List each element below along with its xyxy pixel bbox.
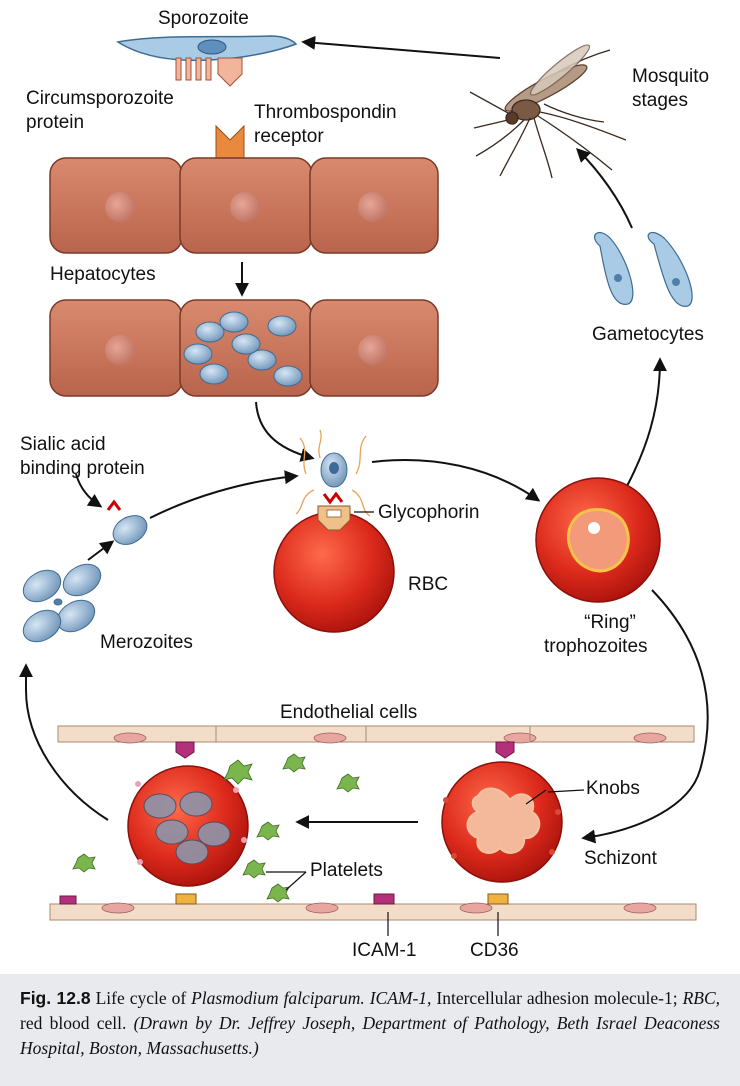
label-ring-line2: trophozoites [544, 636, 648, 657]
label-endothelial-cells: Endothelial cells [280, 702, 418, 723]
schizont [441, 761, 563, 883]
label-hepatocytes: Hepatocytes [50, 264, 156, 285]
caption-text-1: Life cycle of [90, 988, 192, 1008]
caption-background [0, 974, 740, 1086]
mosquito [469, 44, 627, 179]
label-ring-line1: “Ring” [584, 612, 636, 633]
caption-species: Plasmodium falciparum. ICAM-1, [191, 988, 432, 1008]
label-knobs: Knobs [586, 778, 640, 799]
caption-figure-number: Fig. 12.8 [20, 988, 91, 1008]
gametocytes [594, 231, 693, 307]
label-thrombospondin-line1: Thrombospondin [254, 102, 397, 123]
label-gametocytes: Gametocytes [592, 324, 704, 345]
label-mosquito-line2: stages [632, 90, 688, 111]
sporozoite-cell [115, 35, 298, 87]
label-mosquito-line1: Mosquito [632, 66, 710, 87]
caption-text-3: red blood cell. [20, 1013, 134, 1033]
label-platelets: Platelets [310, 860, 383, 881]
rbc-invasion [273, 429, 395, 633]
figure-caption: Fig. 12.8 Life cycle of Plasmodium falci… [20, 986, 720, 1061]
label-schizont: Schizont [584, 848, 657, 869]
caption-rbc-abbr: RBC, [682, 988, 721, 1008]
label-sialic-line1: Sialic acid [20, 434, 106, 455]
thrombospondin-receptor [215, 124, 245, 159]
label-icam-1: ICAM-1 [352, 940, 417, 961]
label-circumsporozoite-line2: protein [26, 112, 85, 133]
endothelium-top [57, 725, 695, 759]
label-sialic-line2: binding protein [20, 458, 145, 479]
infected-rbc [127, 765, 249, 887]
platelets [72, 753, 360, 903]
hepatocyte-row-infected [49, 299, 439, 397]
label-cd36: CD36 [470, 940, 519, 961]
label-merozoites: Merozoites [100, 632, 193, 653]
caption-credit: (Drawn by Dr. Jeffrey Joseph, Department… [20, 1013, 720, 1058]
label-circumsporozoite-line1: Circumsporozoite [26, 88, 174, 109]
diagram-artwork [19, 35, 709, 936]
merozoite-binding [106, 499, 148, 545]
label-thrombospondin-line2: receptor [254, 126, 324, 147]
label-rbc: RBC [408, 574, 449, 595]
label-sporozoite: Sporozoite [158, 8, 249, 29]
endothelium-bottom [49, 893, 697, 921]
ring-trophozoite [535, 477, 661, 603]
merozoites [22, 563, 102, 643]
hepatocyte-row-top [49, 157, 439, 254]
label-glycophorin: Glycophorin [378, 502, 480, 523]
caption-text-2: Intercellular adhesion molecule-1; [431, 988, 683, 1008]
